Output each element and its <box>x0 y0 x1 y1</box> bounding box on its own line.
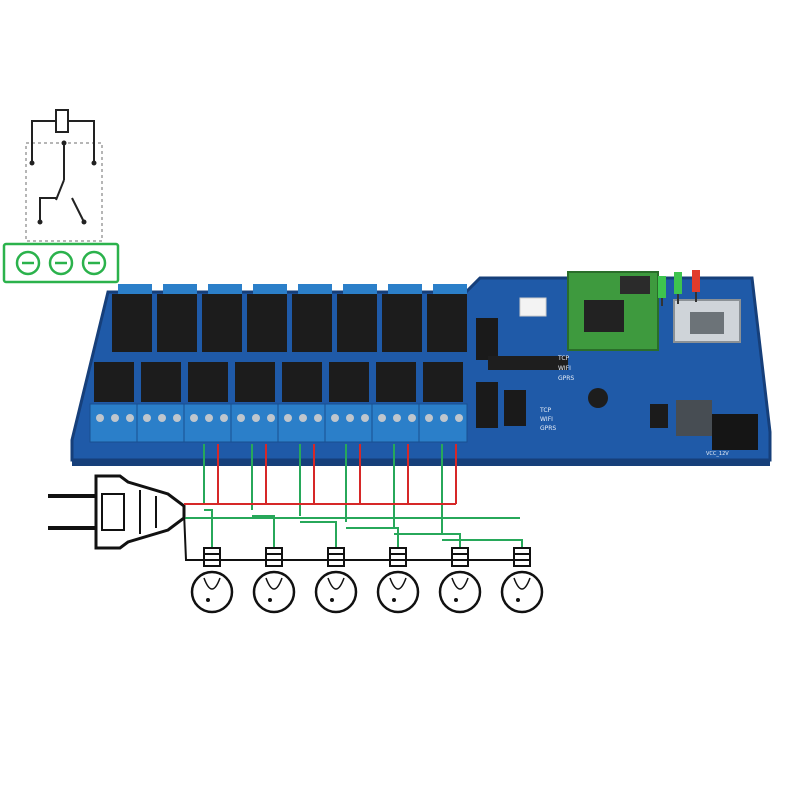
relay-top-1 <box>112 284 152 352</box>
label-gprs-2: GPRS <box>540 425 556 432</box>
relay-row-bottom <box>94 362 463 402</box>
capacitor-small <box>588 388 608 408</box>
terminal-block-1 <box>89 403 139 443</box>
capacitor-large-body <box>676 400 712 436</box>
coil-wire-left <box>31 120 56 163</box>
relay-board: TCP WIFI GPRS TCP WIFI GPRS VCC_12V <box>70 270 772 466</box>
connector-socket <box>519 297 547 317</box>
relay-coil-symbol <box>55 109 69 133</box>
bulb-1 <box>190 509 234 614</box>
switch-arm <box>55 179 65 201</box>
status-led-green-2 <box>674 272 682 304</box>
label-wifi-2: WIFI <box>540 416 553 423</box>
switch-no-contact <box>71 197 85 223</box>
bulb-2 <box>252 515 296 614</box>
ethernet-port <box>673 299 741 343</box>
bulb-feed-3 <box>300 521 337 548</box>
relay-bottom-3 <box>188 362 228 402</box>
ic-chip-1 <box>476 318 498 360</box>
contact-dot-5 <box>81 219 87 225</box>
bulb-feed-1 <box>204 509 213 548</box>
status-led-red <box>692 270 700 302</box>
wifi-module <box>567 271 659 351</box>
status-led-green-1 <box>658 276 666 306</box>
contact-dot-3 <box>61 140 67 146</box>
coil-wire-right <box>68 120 95 163</box>
relay-bottom-1 <box>94 362 134 402</box>
bulb-feed-2 <box>252 515 275 548</box>
contact-dot-4 <box>37 219 43 225</box>
terminal-screw-3 <box>81 250 107 276</box>
label-gprs: GPRS <box>558 375 574 382</box>
terminal-screw-2 <box>48 250 74 276</box>
relay-row-top <box>112 284 467 352</box>
bulb-feed-4 <box>346 527 399 548</box>
relay-bottom-8 <box>423 362 463 402</box>
screw-terminal-row <box>89 403 468 443</box>
terminal-screw-1 <box>15 250 41 276</box>
contact-dot-2 <box>91 160 97 166</box>
bulb-5 <box>394 533 482 614</box>
bulb-feed-6 <box>442 539 523 548</box>
terminal-block-3 <box>183 403 233 443</box>
power-plug <box>48 474 186 550</box>
light-bulbs <box>190 509 544 614</box>
plug-label-box <box>101 493 125 531</box>
switch-nc-contact <box>39 197 56 222</box>
bulb-3 <box>300 521 358 614</box>
relay-schematic <box>2 109 120 284</box>
relay-bottom-4 <box>235 362 275 402</box>
bulb-4 <box>346 527 420 614</box>
ic-chip-3 <box>504 390 526 426</box>
bulb-6 <box>442 539 544 614</box>
relay-bottom-5 <box>282 362 322 402</box>
contact-dot-1 <box>29 160 35 166</box>
relay-top-4 <box>247 284 287 352</box>
relay-top-2 <box>157 284 197 352</box>
wiring <box>183 444 530 561</box>
power-jack <box>712 414 758 450</box>
label-tcp-2: TCP <box>539 407 552 414</box>
terminal-block-7 <box>371 403 421 443</box>
label-wifi: WIFI <box>558 365 571 372</box>
label-tcp: TCP <box>557 355 570 362</box>
relay-bottom-6 <box>329 362 369 402</box>
label-vcc-12v: VCC_12V <box>706 451 729 457</box>
bulb-feed-5 <box>394 533 461 548</box>
relay-top-7 <box>382 284 422 352</box>
regulator <box>650 404 668 428</box>
relay-bottom-2 <box>141 362 181 402</box>
ic-chip-2 <box>476 382 498 428</box>
neutral-wire <box>183 511 530 561</box>
terminal-block-2 <box>136 403 186 443</box>
terminal-block-6 <box>324 403 374 443</box>
relay-top-6 <box>337 284 377 352</box>
relay-bottom-7 <box>376 362 416 402</box>
header-pins <box>488 356 568 370</box>
relay-top-3 <box>202 284 242 352</box>
pcb-edge <box>72 460 770 466</box>
terminal-block-5 <box>277 403 327 443</box>
relay-top-8 <box>427 284 467 352</box>
relay-top-5 <box>292 284 332 352</box>
terminal-block-8 <box>418 403 468 443</box>
terminal-block-4 <box>230 403 280 443</box>
